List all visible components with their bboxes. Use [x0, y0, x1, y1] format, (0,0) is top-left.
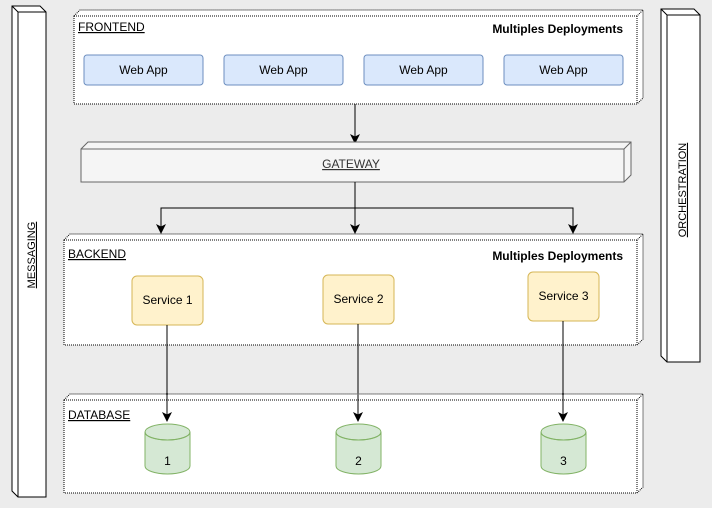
database-2: 2	[335, 423, 382, 475]
frontend-title: FRONTEND	[78, 20, 145, 34]
frontend-note: Multiples Deployments	[492, 22, 623, 36]
service-label: Service 1	[142, 293, 192, 307]
backend-title: BACKEND	[68, 247, 126, 261]
database-title: DATABASE	[68, 408, 130, 422]
webapp-3: Web App	[363, 54, 484, 86]
gateway: GATEWAY	[80, 141, 632, 183]
database-3: 3	[540, 423, 587, 475]
database-label: 2	[355, 454, 362, 468]
database-label: 1	[164, 454, 171, 468]
messaging-bar: MESSAGING	[11, 5, 47, 498]
messaging-label: MESSAGING	[26, 222, 38, 289]
orchestration-bar: ORCHESTRATION	[660, 8, 701, 363]
webapp-label: Web App	[399, 63, 448, 77]
service-3: Service 3	[527, 271, 600, 322]
gateway-label: GATEWAY	[322, 157, 380, 171]
webapp-label: Web App	[259, 63, 308, 77]
webapp-4: Web App	[503, 54, 624, 86]
webapp-label: Web App	[119, 63, 168, 77]
service-label: Service 3	[538, 289, 588, 303]
frontend-container: FRONTEND Multiples Deployments	[73, 9, 644, 105]
backend-note: Multiples Deployments	[492, 249, 623, 263]
service-label: Service 2	[333, 292, 383, 306]
arrows-service-db	[162, 321, 568, 422]
service-2: Service 2	[322, 274, 395, 325]
webapp-2: Web App	[223, 54, 344, 86]
service-1: Service 1	[131, 275, 204, 326]
webapp-label: Web App	[539, 63, 588, 77]
orchestration-label: ORCHESTRATION	[677, 143, 689, 238]
arrows-gateway-backend	[156, 182, 578, 234]
webapp-1: Web App	[83, 54, 204, 86]
database-label: 3	[560, 454, 567, 468]
database-1: 1	[144, 423, 191, 475]
